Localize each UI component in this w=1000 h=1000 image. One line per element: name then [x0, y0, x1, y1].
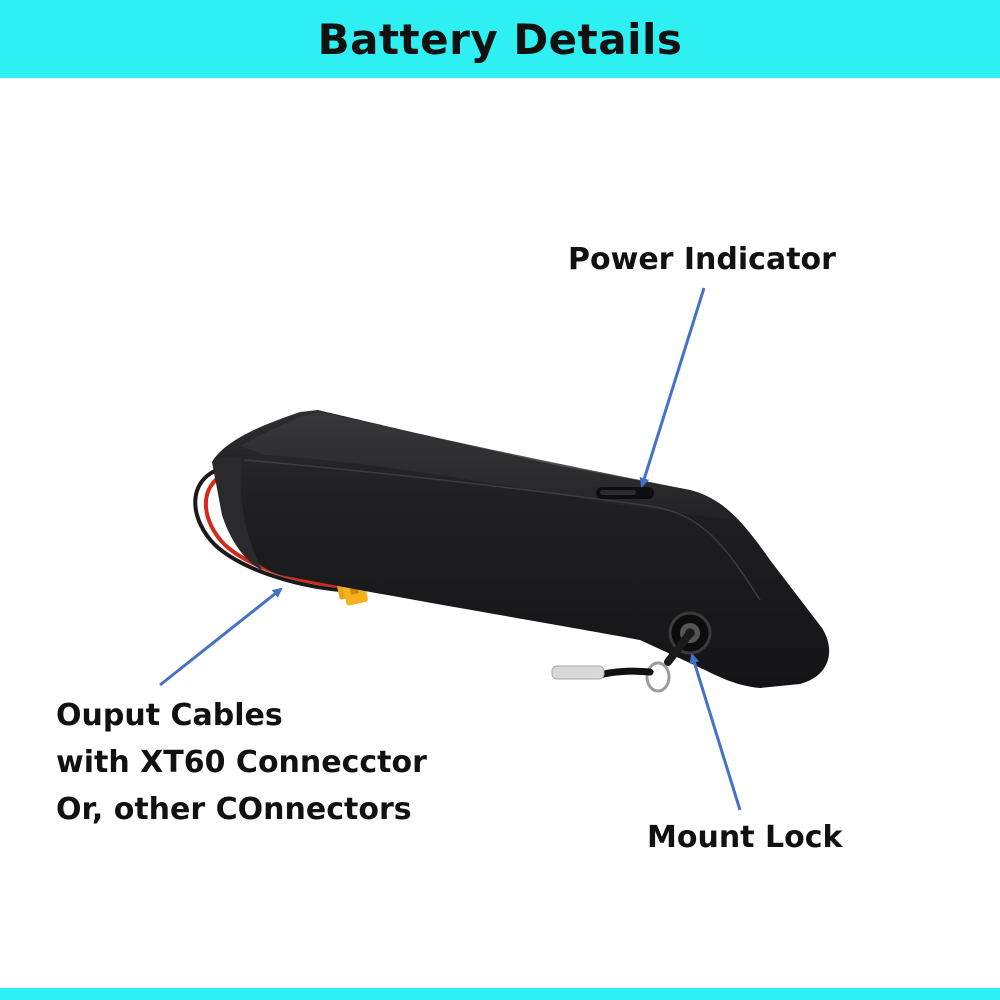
output-label-line-3: Or, other COnnectors	[56, 792, 412, 827]
mount-lock-label: Mount Lock	[647, 820, 843, 855]
header-bar: Battery Details	[0, 0, 1000, 78]
battery-pack	[212, 410, 830, 688]
lock-key	[551, 629, 694, 693]
power-indicator-arrow	[639, 287, 706, 488]
footer-bar	[0, 988, 1000, 1000]
output-label-line-2: with XT60 Connecctor	[56, 745, 427, 780]
output-cables	[193, 466, 341, 592]
power-indicator-label: Power Indicator	[568, 242, 836, 277]
page-title: Battery Details	[317, 14, 683, 64]
output-cables-label: Ouput Cables with XT60 Connecctor Or, ot…	[56, 692, 427, 833]
output-label-line-1: Ouput Cables	[56, 698, 283, 733]
mount-lock-arrow	[689, 653, 742, 811]
output-cables-arrow	[159, 587, 283, 687]
